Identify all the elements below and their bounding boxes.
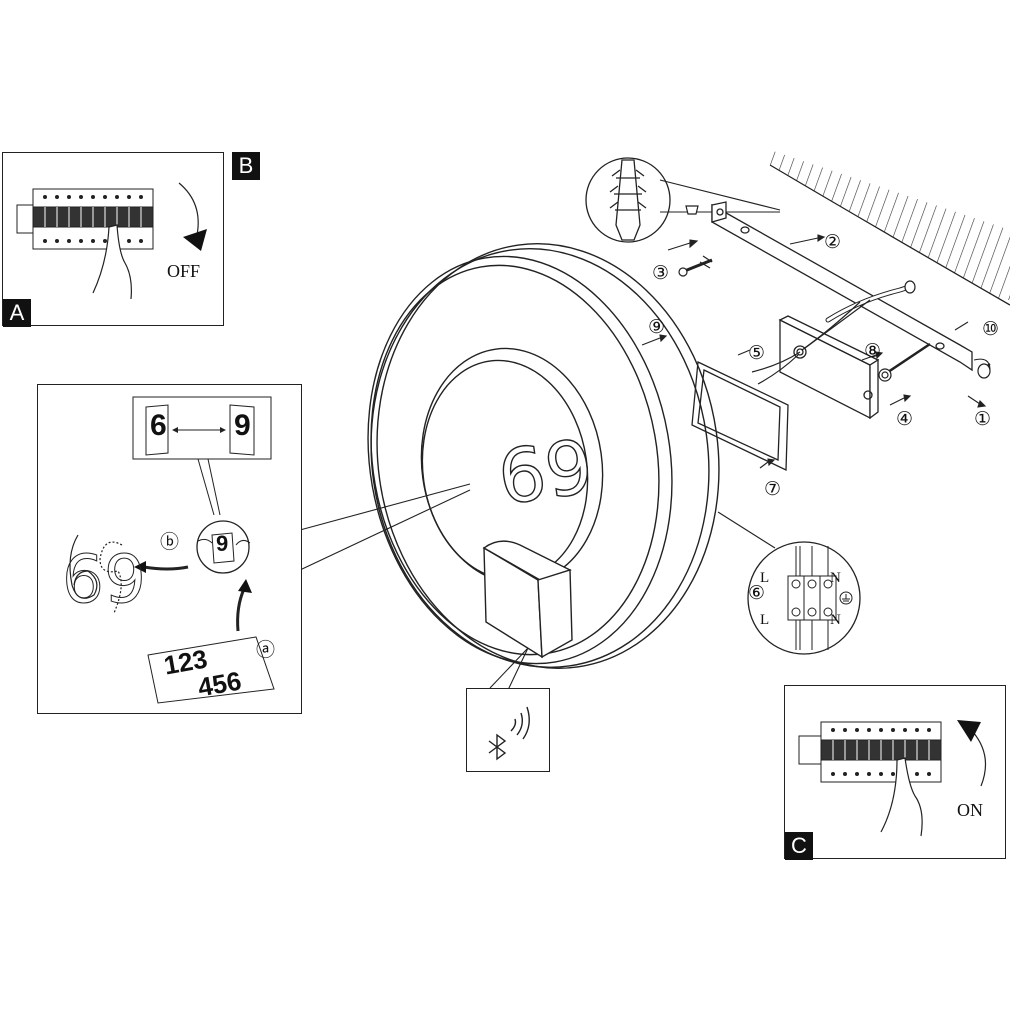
callout-lines [299, 179, 781, 691]
circuit-breaker-icon [798, 720, 987, 837]
step-8-label: ⑧ [864, 340, 882, 362]
wall-surface [769, 150, 1010, 306]
sticker-card-right: 9 [234, 409, 251, 442]
step-2-label: ② [824, 231, 842, 253]
terminal-n-bottom: N [830, 612, 841, 628]
step-b-label: ⓑ [160, 531, 180, 553]
step-10-label: ⑩ [982, 318, 1000, 340]
sticker-card-left: 6 [150, 409, 167, 442]
step-1-label: ① [974, 408, 992, 430]
hand-icon [92, 224, 132, 300]
base-plate [778, 315, 880, 420]
terminal-l-bottom: L [760, 612, 770, 628]
terminal-l-top: L [760, 570, 770, 586]
gasket [691, 361, 789, 472]
step-6-label: ⑥ [748, 582, 766, 604]
assembly-arrows [641, 234, 991, 469]
panel-breaker-on: ON C [784, 685, 1006, 860]
panel-bluetooth [466, 688, 550, 772]
screws [678, 205, 991, 382]
step-7-label: ⑦ [764, 478, 782, 500]
terminal-n-top: N [830, 570, 841, 586]
panel-tag-a: A [3, 299, 31, 327]
panel-tag-b: B [232, 152, 260, 180]
hand-icon [880, 757, 923, 837]
mounting-bracket [711, 201, 973, 372]
panel-tag-c: C [785, 832, 813, 860]
panel-breaker-off: A OFF [2, 152, 224, 327]
peel-arrow-icon [238, 579, 252, 593]
circuit-breaker-icon [16, 182, 207, 300]
ground-icon [839, 591, 853, 605]
number-sticker-drawing [69, 396, 275, 704]
bluetooth-icon [488, 733, 507, 761]
step-3-label: ③ [652, 262, 670, 284]
wireless-signal-icon [510, 706, 530, 740]
step-a-label: ⓐ [256, 639, 276, 661]
terminal-block-detail: L N L N [746, 540, 862, 656]
wall-plug-detail [585, 157, 671, 243]
move-arrow-icon [134, 561, 146, 573]
panel-number-stickers: 6 9 9 123 456 ⓐ ⓑ [37, 384, 302, 714]
step-5-label: ⑤ [748, 342, 766, 364]
step-4-label: ④ [896, 408, 914, 430]
lamp-display-number: 69 [493, 424, 598, 522]
lamp-body [367, 243, 720, 669]
off-arrow-icon [183, 229, 207, 251]
wires [751, 299, 871, 385]
step-9-label: ⑨ [648, 316, 666, 338]
off-label: OFF [167, 261, 201, 281]
on-arrow-icon [957, 720, 981, 742]
sticker-digit-on-hand: 9 [216, 531, 229, 556]
on-label: ON [957, 800, 983, 820]
